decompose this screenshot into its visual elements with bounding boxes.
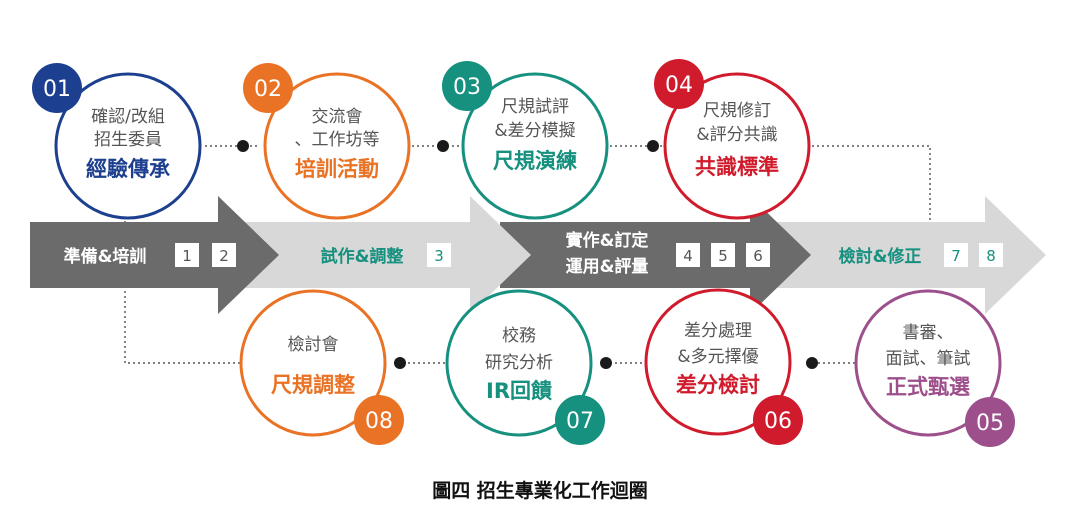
step-05-number: 05 (976, 411, 1004, 436)
step-01-number: 01 (43, 77, 71, 102)
step-02-badge (243, 63, 293, 113)
phase-3-number-2: 5 (718, 247, 728, 265)
step-03-badge (442, 61, 492, 111)
step-08-title: 尺規調整 (271, 373, 355, 397)
phase-4-number-1: 7 (951, 247, 961, 265)
step-06-title: 差分檢討 (676, 373, 760, 397)
step-04-number: 04 (665, 73, 693, 98)
phase-4-label: 檢討&修正 (839, 246, 922, 267)
phase-1-number-2: 2 (219, 247, 229, 265)
step-04-title: 共識標準 (695, 155, 779, 179)
step-03-line1: 尺規試評 (501, 97, 569, 117)
step-07-title: IR回饋 (486, 379, 552, 403)
step-07-line1: 校務 (502, 326, 536, 346)
phase-3-label-line2: 運用&評量 (566, 256, 649, 277)
phase-arrow-3 (500, 196, 811, 314)
step-08-ring (239, 289, 387, 437)
phase-2-number-1: 3 (434, 247, 444, 265)
step-03-ring (461, 72, 609, 220)
step-04-ring (663, 72, 811, 220)
step-02-line2: 、工作坊等 (295, 130, 380, 150)
phase-number-boxes: 1 2 3 4 5 6 7 8 (175, 243, 1003, 267)
phase-1-number-1: 1 (182, 247, 192, 265)
step-05-badge (965, 397, 1015, 447)
step-03-title: 尺規演練 (493, 149, 577, 173)
phase-2-label: 試作&調整 (321, 246, 404, 267)
step-02-line1: 交流會 (312, 107, 363, 127)
phase-labels: 準備&培訓 試作&調整 實作&訂定 運用&評量 檢討&修正 (64, 230, 922, 277)
step-02-number: 02 (254, 77, 282, 102)
step-06-number: 06 (764, 409, 792, 434)
phase-arrow-1 (30, 196, 279, 314)
step-01-title: 經驗傳承 (86, 157, 170, 181)
step-01-badge (32, 63, 82, 113)
step-04-line1: 尺規修訂 (703, 101, 771, 121)
phase-arrow-4 (775, 196, 1046, 314)
step-06-ring (644, 288, 792, 436)
step-05-line1: 書審、 (903, 323, 954, 343)
step-06-line2: &多元擇優 (677, 347, 758, 367)
step-08-number: 08 (365, 409, 393, 434)
step-06-badge (753, 395, 803, 445)
step-02-title: 培訓活動 (295, 157, 379, 181)
step-03-line2: &差分模擬 (494, 121, 575, 141)
step-01-line1: 確認/改組 (91, 107, 165, 127)
step-01-line2: 招生委員 (94, 130, 162, 150)
step-05-title: 正式甄選 (886, 375, 970, 399)
step-03-number: 03 (453, 75, 481, 100)
phase-1-label: 準備&培訓 (64, 246, 147, 267)
phase-3-label-line1: 實作&訂定 (566, 230, 649, 251)
step-07-ring (445, 289, 593, 437)
step-07-badge (555, 395, 605, 445)
step-04-line2: &評分共識 (696, 125, 777, 145)
caption: 圖四 招生專業化工作迴圈 (432, 480, 648, 502)
step-08-line2: 檢討會 (288, 335, 339, 355)
step-02-ring (263, 72, 411, 220)
step-07-line2: 研究分析 (485, 353, 553, 373)
phase-4-number-2: 8 (986, 247, 996, 265)
step-01-ring (54, 72, 202, 220)
step-07-number: 07 (566, 409, 594, 434)
phase-3-number-1: 4 (683, 247, 693, 265)
step-05-ring (854, 289, 1002, 437)
phase-arrow-2 (245, 196, 531, 314)
step-06-line1: 差分處理 (684, 321, 752, 341)
step-04-badge (654, 59, 704, 109)
step-05-line2: 面試、筆試 (886, 349, 971, 369)
phase-arrows (30, 196, 1046, 314)
phase-3-number-3: 6 (753, 247, 763, 265)
step-08-badge (354, 395, 404, 445)
